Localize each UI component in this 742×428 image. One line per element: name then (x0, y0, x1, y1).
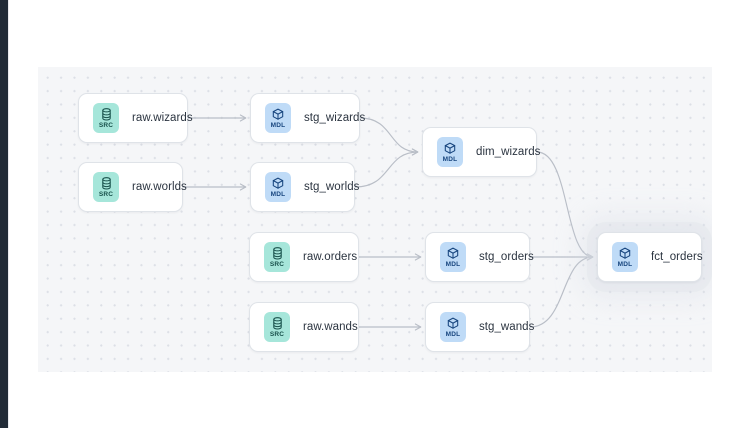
graph-node-label: raw.wizards (132, 112, 193, 124)
badge-type-label: SRC (98, 190, 114, 198)
badge-type-label: MDL (617, 260, 633, 268)
badge-type-label: SRC (98, 121, 114, 129)
model-badge-icon: MDL (440, 242, 466, 272)
graph-node-label: fct_orders (651, 251, 703, 263)
graph-node-stg_wands[interactable]: MDL stg_wands (425, 302, 534, 352)
graph-node-dim_wizards[interactable]: MDL dim_wizards (422, 127, 541, 177)
model-badge-icon: MDL (437, 137, 463, 167)
source-badge-icon: SRC (264, 242, 290, 272)
badge-type-label: MDL (445, 260, 461, 268)
model-badge-icon: MDL (265, 172, 291, 202)
graph-node-raw_wands[interactable]: SRC raw.wands (249, 302, 359, 352)
badge-type-label: MDL (442, 155, 458, 163)
graph-node-raw_orders[interactable]: SRC raw.orders (249, 232, 359, 282)
source-badge-icon: SRC (264, 312, 290, 342)
graph-edge-stg_wands-to-fct_orders (529, 253, 594, 328)
collapsed-sidebar-rail[interactable] (0, 0, 8, 428)
graph-node-label: stg_wands (479, 321, 535, 333)
graph-node-fct_orders[interactable]: MDL fct_orders (597, 232, 703, 282)
badge-type-label: MDL (270, 190, 286, 198)
sidebar-divider (8, 0, 9, 428)
graph-node-label: stg_worlds (304, 181, 360, 193)
badge-type-label: MDL (445, 330, 461, 338)
source-badge-icon: SRC (93, 103, 119, 133)
model-badge-icon: MDL (265, 103, 291, 133)
graph-node-raw_wizards[interactable]: SRC raw.wizards (78, 93, 193, 143)
graph-node-label: raw.wands (303, 321, 358, 333)
badge-type-label: SRC (269, 260, 285, 268)
graph-edge-stg_worlds-to-dim_wizards (354, 148, 419, 188)
graph-node-label: dim_wizards (476, 146, 541, 158)
model-badge-icon: MDL (440, 312, 466, 342)
graph-node-stg_worlds[interactable]: MDL stg_worlds (250, 162, 359, 212)
badge-type-label: MDL (270, 121, 286, 129)
edge-layer (183, 114, 594, 331)
graph-edge-dim_wizards-to-fct_orders (536, 151, 594, 261)
graph-node-label: raw.worlds (132, 181, 187, 193)
graph-node-stg_wizards[interactable]: MDL stg_wizards (250, 93, 365, 143)
badge-type-label: SRC (269, 330, 285, 338)
model-badge-icon: MDL (612, 242, 638, 272)
graph-node-raw_worlds[interactable]: SRC raw.worlds (78, 162, 187, 212)
graph-node-label: raw.orders (303, 251, 358, 263)
graph-edge-stg_wizards-to-dim_wizards (359, 117, 419, 156)
graph-node-label: stg_wizards (304, 112, 366, 124)
source-badge-icon: SRC (93, 172, 119, 202)
graph-node-label: stg_orders (479, 251, 534, 263)
graph-node-stg_orders[interactable]: MDL stg_orders (425, 232, 534, 282)
